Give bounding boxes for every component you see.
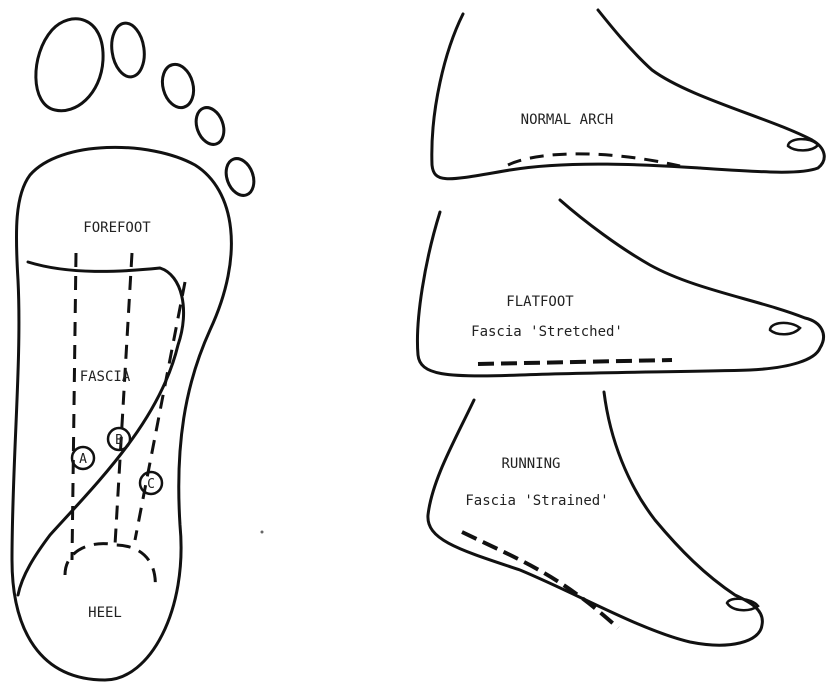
flatfoot-toenail <box>770 323 800 334</box>
point-b-label: B <box>115 433 123 448</box>
fifth-toe <box>221 155 258 200</box>
flatfoot-fascia <box>478 360 672 364</box>
point-a-label: A <box>79 452 87 467</box>
sole-view: A B C FOREFOOT FASCIA HEEL <box>12 19 259 680</box>
third-toe <box>158 61 198 111</box>
forefoot-label: FOREFOOT <box>83 220 151 236</box>
normal-arch-title: NORMAL ARCH <box>521 112 614 128</box>
running-title: RUNNING <box>501 456 560 472</box>
fascia-label: FASCIA <box>80 369 131 385</box>
point-a-marker: A <box>72 447 94 469</box>
normal-arch-view: NORMAL ARCH <box>432 10 824 179</box>
big-toe <box>36 19 103 111</box>
flatfoot-title: FLATFOOT <box>506 294 574 310</box>
fourth-toe <box>191 104 228 149</box>
flatfoot-subtitle: Fascia 'Stretched' <box>471 324 623 340</box>
fascia-band-a <box>72 253 76 560</box>
flatfoot-view: FLATFOOT Fascia 'Stretched' <box>417 200 823 376</box>
second-toe <box>108 21 147 79</box>
normal-arch-toenail <box>788 139 818 150</box>
running-view: RUNNING Fascia 'Strained' <box>428 392 762 645</box>
running-subtitle: Fascia 'Strained' <box>465 493 608 509</box>
heel-label: HEEL <box>88 605 122 621</box>
point-c-marker: C <box>140 472 162 494</box>
heel-arc <box>65 544 155 590</box>
point-b-marker: B <box>108 428 130 450</box>
point-c-label: C <box>147 477 155 492</box>
flatfoot-outline <box>417 200 823 376</box>
normal-arch-outline <box>432 10 824 179</box>
speck <box>261 531 264 534</box>
fascia-band-b <box>115 253 132 545</box>
toes <box>36 19 259 199</box>
